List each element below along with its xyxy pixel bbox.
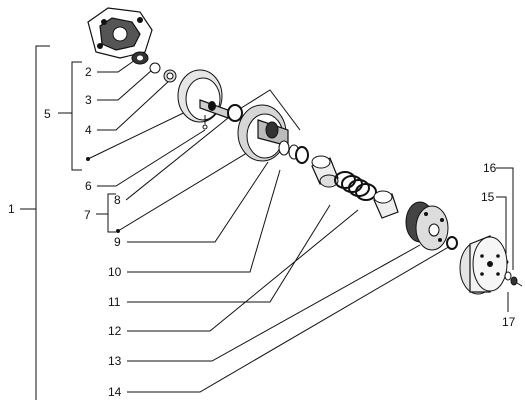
leader-8 — [125, 109, 239, 201]
leader-15 — [496, 196, 507, 270]
nut-16-17-part — [504, 271, 523, 287]
leader-4 — [97, 79, 171, 131]
leader-7-part — [117, 147, 256, 232]
leader-14 — [127, 244, 453, 393]
bracket-7 — [107, 193, 116, 233]
leader-10 — [127, 169, 281, 273]
callout-4: 4 — [85, 123, 92, 137]
cup-13-part — [373, 190, 399, 219]
leader-11 — [127, 204, 331, 303]
callout-labels: 1 2 3 4 5 6 7 8 9 10 11 12 13 14 15 16 1… — [8, 65, 516, 399]
callout-16: 16 — [483, 161, 497, 175]
ring-6-part — [227, 104, 243, 122]
leader-9 — [127, 161, 269, 243]
callout-8: 8 — [114, 193, 121, 207]
leader-8b — [237, 89, 301, 131]
bracket-dots — [86, 157, 120, 233]
callout-2: 2 — [85, 65, 92, 79]
leader-6 — [97, 129, 206, 187]
leader-13 — [127, 244, 421, 362]
callout-7: 7 — [84, 208, 91, 222]
callout-17: 17 — [502, 315, 516, 329]
ring-10-part — [278, 140, 309, 164]
bracket-5 — [71, 61, 82, 171]
leader-3 — [97, 69, 153, 101]
bushing-4-part — [163, 69, 177, 83]
gear-housing-part — [87, 7, 153, 59]
movable-pulley-part — [237, 104, 289, 162]
bracket-1 — [35, 45, 50, 400]
leader-12 — [127, 209, 359, 332]
callout-3: 3 — [85, 93, 92, 107]
sleeve-11-part — [311, 155, 339, 188]
callout-9: 9 — [114, 235, 121, 249]
callout-13: 13 — [108, 354, 122, 368]
callout-11: 11 — [108, 295, 121, 309]
callout-12: 12 — [108, 324, 122, 338]
leader-5-part — [87, 104, 201, 160]
spring-12-part — [334, 171, 377, 201]
leader-lines — [20, 45, 514, 400]
ring-3-part — [149, 62, 161, 74]
callout-6: 6 — [85, 179, 92, 193]
leader-16 — [496, 167, 514, 270]
clutch-14-part — [405, 201, 449, 251]
callout-1: 1 — [8, 202, 15, 216]
callout-15: 15 — [481, 190, 495, 204]
clutch-bell-15-part — [459, 235, 509, 295]
bearing-2-part — [131, 51, 149, 65]
callout-10: 10 — [108, 265, 122, 279]
callout-5: 5 — [44, 107, 51, 121]
washer-part — [446, 236, 458, 250]
callout-14: 14 — [108, 385, 122, 399]
pulley-half-part — [177, 69, 229, 130]
leader-2 — [97, 57, 139, 73]
